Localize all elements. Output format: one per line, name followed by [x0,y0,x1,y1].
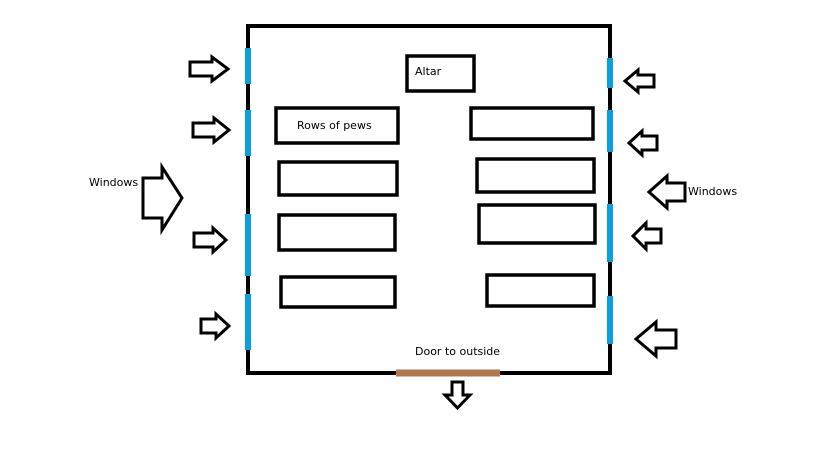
building-walls [246,24,612,375]
left-pews [274,106,400,309]
pew-right-2 [475,157,596,194]
pew-left-4 [279,275,397,309]
pew-left-1 [274,106,400,145]
right-arrows [622,66,687,360]
right-pews [469,106,597,308]
hollow-arrow-icon [633,318,678,360]
hollow-arrow-icon [626,127,659,159]
hollow-arrow-icon [192,224,229,256]
pew-left-3 [277,213,397,252]
hollow-arrow-icon [646,172,687,212]
left-arrows [141,54,232,342]
hollow-arrow-icon [141,161,184,236]
hollow-arrow-icon [622,66,656,96]
pews-label: Rows of pews [297,119,372,132]
pew-left-2 [277,160,399,197]
windows-label-left: Windows [89,176,138,189]
hollow-arrow-icon [441,380,474,411]
hollow-arrow-icon [630,219,663,253]
hollow-arrow-icon [188,54,231,84]
altar-label: Altar [415,65,442,78]
altar-box [405,54,476,93]
windows-label-right: Windows [688,185,737,198]
hollow-arrow-icon [199,310,232,342]
hollow-arrow-icon [191,114,232,146]
pew-right-3 [477,203,597,245]
pew-right-4 [485,273,596,308]
pew-right-1 [469,106,595,141]
door-label: Door to outside [415,345,500,358]
